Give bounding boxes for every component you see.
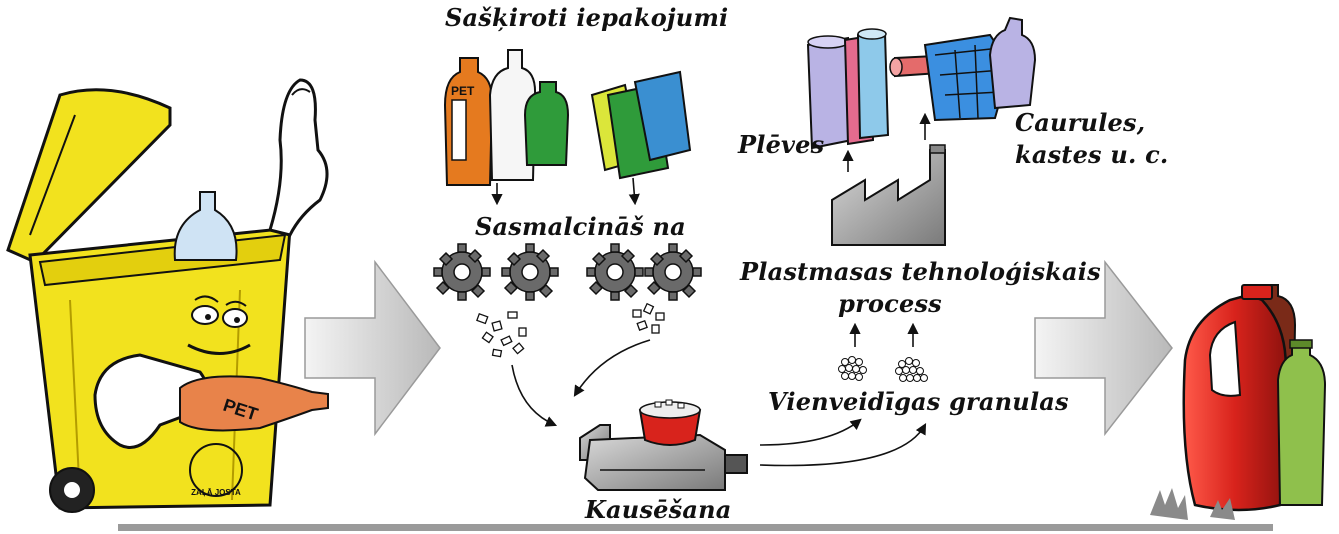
process-label-line2: process [838,289,942,318]
sorted-packaging-label: Sašķiroti iepakojumi [445,3,729,32]
melting-machine-icon [579,399,748,491]
arrow-right-icon-1 [304,259,441,437]
pipes-label-line1: Caurules, [1015,108,1146,137]
crates-pipes-icon [889,16,1037,122]
blue-bag-icon [633,70,692,162]
sorted-packaging-group: PET [443,49,692,186]
canister-icon [988,16,1037,110]
orange-bottle-pet-label: PET [451,84,475,98]
arrow-to-granules-2 [759,423,927,467]
films-rolls-icon [806,28,890,150]
arrow-to-granules-1 [759,418,862,446]
gear-icon-1 [433,243,491,301]
process-label-line1: Plastmasas tehnoloģiskais [740,257,1101,286]
pet-bottle-icon [179,375,329,432]
plastic-flakes-right [632,302,665,334]
recycling-bin-character: PET ZAĻĀ JOSTA [6,78,329,513]
bin-logo-text: ZAĻĀ JOSTA [191,488,241,497]
arrow-to-shred-2 [628,177,640,206]
pipes-label-line2: kastes u. c. [1015,140,1169,169]
process-label: Plastmasas tehnoloģiskais process [740,256,1101,320]
bin-lid [6,88,172,264]
arrow-to-melting-2 [573,339,651,397]
mouth-icon [187,343,251,355]
zala-josta-logo [189,443,243,497]
gear-icon-2 [501,243,559,301]
shredding-label: Sasmalcināš na [475,212,686,241]
raised-hand-icon [268,78,329,237]
ground-line [118,524,1273,531]
gear-icon-4 [644,243,702,301]
gear-icon-3 [586,243,644,301]
arrow-to-melting-1 [511,364,558,427]
films-label: Plēves [738,130,825,159]
green-bottle-icon [523,81,570,166]
plastic-flakes-left [476,311,527,358]
granules-icon [838,356,928,382]
grass-icon [1150,488,1235,520]
factory-icon [831,144,946,246]
granules-label: Vienveidīgas granulas [768,387,1069,416]
green-bottle-right-icon [1276,344,1327,506]
bin-bottle [173,191,238,261]
melting-label: Kausēšana [585,495,732,524]
arrow-right-icon-2 [1034,259,1173,437]
recycled-products-icon [1182,284,1327,512]
shredder-gears [433,243,702,301]
left-eye-icon [191,305,219,325]
